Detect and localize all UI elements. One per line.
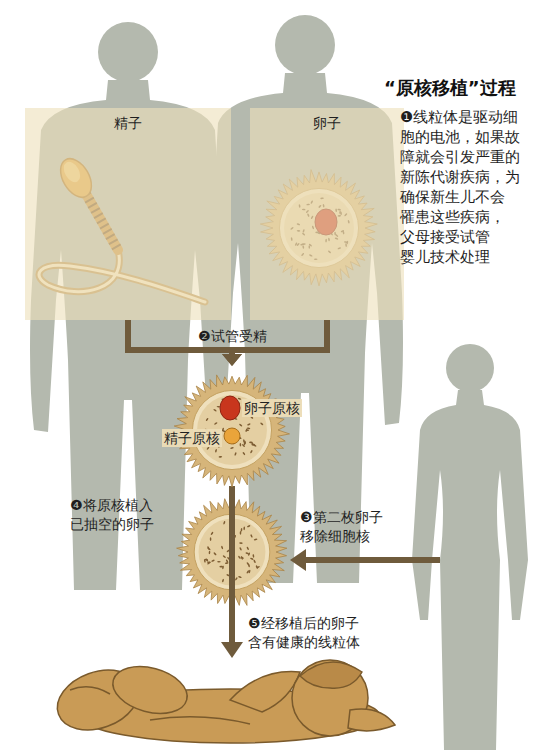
mitochondrion: [240, 531, 242, 535]
mitochondrion: [221, 546, 224, 550]
donor-arrow: [290, 549, 440, 571]
mitochondrion: [213, 409, 217, 412]
mitochondrion: [222, 579, 225, 583]
sperm-pronucleus: [224, 428, 240, 444]
mitochondrion: [215, 449, 217, 453]
mitochondrion: [256, 565, 260, 568]
mitochondrion: [250, 450, 253, 454]
diagram-title: “原核移植”过程: [384, 76, 516, 100]
mitochondrion: [210, 537, 212, 541]
mitochondrion: [235, 577, 238, 581]
mitochondrion: [205, 418, 208, 422]
mitochondrion: [246, 546, 249, 550]
note-box: ❸第二枚卵子 移除细胞核: [300, 508, 392, 546]
egg-pronucleus: [220, 396, 240, 420]
note-box: ❹将原核植入 已抽空的卵子: [70, 496, 162, 534]
pronucleus-label: 精子原核: [162, 429, 222, 447]
mitochondrion: [239, 547, 242, 551]
mitochondrion: [254, 538, 258, 540]
note-box: ❺经移植后的卵子 含有健康的线粒体: [248, 614, 368, 652]
mitochondrion: [238, 397, 242, 400]
step-label: ❸第二枚卵子 移除细胞核: [300, 508, 392, 546]
mitochondrion: [238, 576, 242, 579]
donor-silhouette: [412, 344, 528, 750]
pronucleus-label: 卵子原核: [242, 399, 302, 417]
mitochondrion: [207, 547, 211, 551]
mitochondrion: [250, 534, 253, 538]
panel-box: 精子: [25, 108, 231, 320]
mitochondrion: [217, 561, 221, 563]
mitochondrion: [240, 443, 242, 447]
step-label: ❺经移植后的卵子 含有健康的线粒体: [248, 614, 368, 652]
mitochondrion: [207, 561, 211, 565]
mitochondrion: [242, 452, 245, 456]
baby-drawing: [49, 659, 395, 743]
mitochondrion: [253, 444, 257, 447]
step-label: ❹将原核植入 已抽空的卵子: [70, 496, 162, 534]
mitochondrion: [250, 557, 254, 560]
mitochondrion: [225, 559, 228, 563]
mitochondrion: [247, 423, 251, 426]
panel-box: 卵子: [250, 108, 404, 320]
mitochondrion: [248, 564, 250, 568]
mitochondrion: [230, 447, 234, 449]
edge-label: ❷试管受精: [198, 327, 267, 345]
mitochondrion: [239, 542, 243, 544]
mitochondrion: [223, 521, 226, 525]
note-box: ❶线粒体是驱动细 胞的电池，如果故 障就会引发严重的 新陈代谢疾病，为 确保新生…: [400, 108, 528, 268]
mitochondrion: [242, 444, 246, 448]
mitochondrion: [219, 456, 223, 458]
mitochondrion: [253, 559, 256, 563]
mitochondrion: [213, 552, 217, 556]
mitochondrion: [247, 525, 251, 528]
mitochondrion: [214, 422, 218, 425]
mitochondrion: [240, 528, 242, 532]
arrow-head: [222, 354, 242, 366]
mitochondrion: [245, 429, 249, 431]
edge-label-box: ❷试管受精: [198, 327, 267, 345]
mitochondrion: [219, 566, 223, 568]
title-box: “原核移植”过程: [384, 76, 516, 100]
fertilized-egg: 卵子原核精子原核: [160, 366, 304, 491]
mitochondrion: [209, 551, 211, 555]
transfer-arrow: [221, 486, 243, 658]
mitochondrion: [244, 440, 246, 444]
mitochondrion: [240, 556, 243, 560]
mitochondrion: [205, 558, 208, 562]
mitochondrion: [240, 556, 244, 559]
mitochondrion: [245, 552, 249, 555]
mitochondrion: [222, 555, 226, 558]
mother-silhouette: [207, 15, 403, 583]
explanation-note: ❶线粒体是驱动细 胞的电池，如果故 障就会引发严重的 新陈代谢疾病，为 确保新生…: [400, 108, 528, 268]
mitochondrion: [238, 555, 241, 559]
mitochondrion: [239, 423, 243, 426]
arrow-head: [222, 354, 242, 366]
mitochondrion: [260, 422, 264, 426]
mitochondrion: [252, 554, 254, 558]
mitochondrion: [210, 531, 213, 535]
panel-heading: 精子: [25, 108, 231, 132]
mitochondrion: [234, 452, 237, 456]
mitochondrion: [246, 570, 249, 574]
mitochondrion: [243, 527, 245, 531]
mitochondrion: [211, 559, 215, 562]
panel-heading: 卵子: [250, 108, 404, 132]
